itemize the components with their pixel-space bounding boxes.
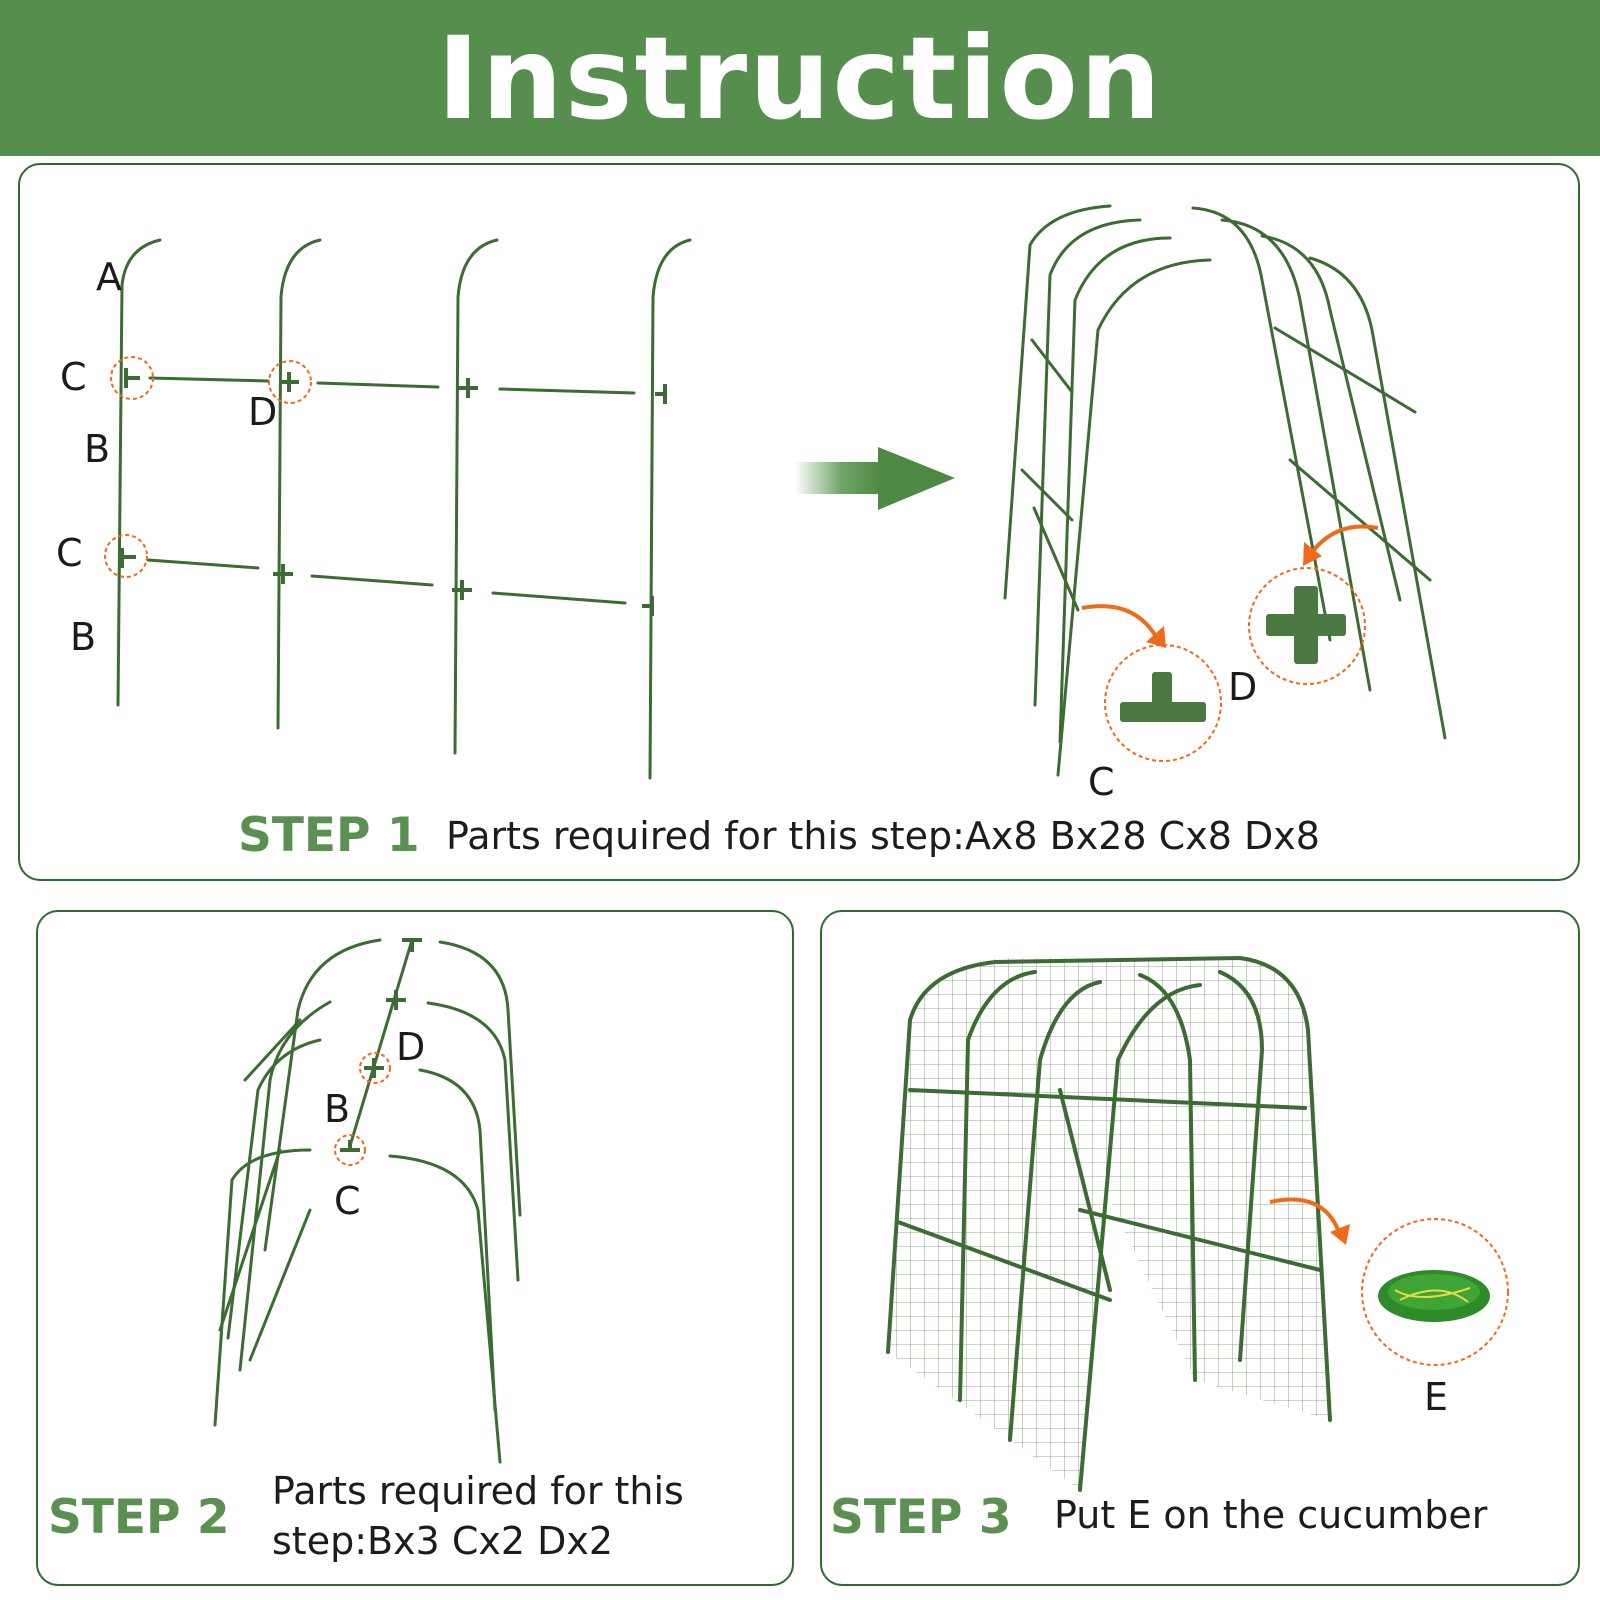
step2-letter-b: B <box>324 1087 350 1131</box>
step2-text-line2: step:Bx3 Cx2 Dx2 <box>272 1519 614 1563</box>
step3-label: STEP 3 <box>830 1490 1012 1545</box>
step1-text: Parts required for this step:Ax8 Bx28 Cx… <box>446 814 1320 858</box>
step2-arches <box>213 938 522 1464</box>
step2-label: STEP 2 <box>48 1490 230 1545</box>
step2-panel <box>36 910 794 1586</box>
letter-a: A <box>96 255 122 299</box>
letter-d: D <box>248 390 277 434</box>
arrow-right-icon <box>795 447 955 510</box>
curved-arrow-icon-c <box>1081 604 1160 641</box>
cross-connector-icon <box>1266 586 1346 664</box>
zoom-circle-e <box>1361 1218 1509 1366</box>
step3-text: Put E on the cucumber <box>1054 1493 1488 1537</box>
step2-letter-c: C <box>334 1179 361 1223</box>
zoom-circle-d <box>1248 567 1366 685</box>
header-banner <box>0 0 1600 156</box>
step2-text-line1: Parts required for this <box>272 1469 684 1513</box>
letter-c-bottom: C <box>56 531 83 575</box>
highlight-c-bottom <box>104 534 148 578</box>
net-roll-icon <box>1378 1270 1490 1322</box>
tee-connector-icon <box>1120 672 1206 722</box>
curved-arrow-head-e <box>1330 1224 1350 1245</box>
highlight-c-top <box>110 356 154 400</box>
letter-c-top: C <box>60 355 87 399</box>
curved-arrow-icon-d <box>1308 524 1379 557</box>
curved-arrow-head-d <box>1303 542 1322 566</box>
step2-connectors <box>340 938 422 1152</box>
step1-label: STEP 1 <box>238 808 420 863</box>
curved-arrow-head-c <box>1146 626 1166 648</box>
flat-frame-rods <box>116 238 692 780</box>
letter-b-bottom: B <box>70 615 96 659</box>
highlight-d <box>268 360 312 404</box>
zoom-letter-c: C <box>1088 760 1115 804</box>
trellis-frame <box>886 955 1332 1492</box>
letter-b-top: B <box>84 427 110 471</box>
curved-arrow-icon-e <box>1269 1197 1342 1236</box>
flat-connectors <box>120 368 667 616</box>
zoom-letter-d: D <box>1228 665 1257 709</box>
step2-highlight-c <box>334 1134 366 1166</box>
trellis-netting <box>888 958 1330 1490</box>
zoom-circle-c <box>1104 644 1222 762</box>
assembled-frame <box>1003 204 1447 777</box>
page-title: Instruction <box>437 11 1163 145</box>
step2-highlight-d <box>359 1052 391 1084</box>
step2-letter-d: D <box>396 1025 425 1069</box>
step3-letter-e: E <box>1424 1375 1448 1419</box>
